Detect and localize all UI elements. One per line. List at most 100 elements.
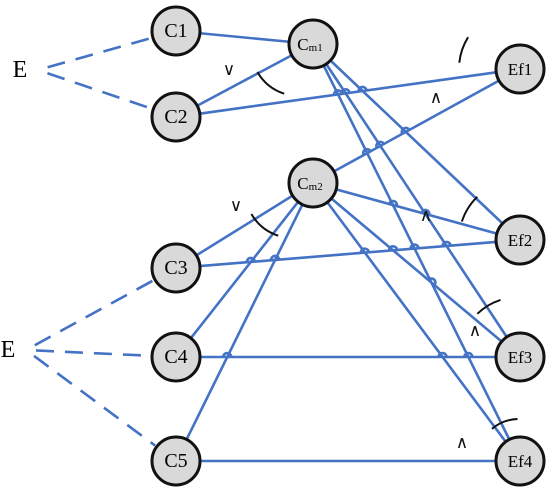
dashed-edge-e2-C4 bbox=[35, 349, 151, 358]
edge-Cm2-Ef2 bbox=[334, 188, 499, 235]
edge-C1-Cm1 bbox=[198, 31, 291, 44]
operator-arc-ef4 bbox=[491, 418, 518, 430]
dashed-edge-e2-C3 bbox=[34, 279, 154, 347]
crossing-hop bbox=[420, 208, 431, 216]
node-c3[interactable]: C3 bbox=[150, 242, 202, 294]
node-circle bbox=[494, 331, 546, 383]
edge-C5-Cm2 bbox=[185, 203, 304, 441]
solid-edges-layer bbox=[185, 31, 511, 463]
crossing-hop bbox=[437, 351, 448, 358]
source-label-e1: E bbox=[13, 57, 28, 83]
node-label: C4 bbox=[164, 346, 187, 368]
node-c4[interactable]: C4 bbox=[150, 331, 202, 383]
dashed-edges-layer bbox=[33, 36, 156, 447]
dashed-edge-e1-C2 bbox=[47, 71, 152, 110]
edge-C3-Cm2 bbox=[195, 194, 294, 257]
crossing-hop bbox=[387, 199, 399, 207]
crossing-hop bbox=[409, 243, 420, 250]
node-label-subscript: m2 bbox=[309, 181, 323, 193]
node-c2[interactable]: C2 bbox=[150, 91, 202, 143]
node-label-main: C5 bbox=[164, 450, 187, 472]
crossing-hop bbox=[359, 247, 371, 254]
node-label-main: C1 bbox=[164, 20, 187, 42]
node-ef4[interactable]: Ef4 bbox=[494, 435, 546, 487]
node-circle bbox=[287, 18, 339, 70]
node-label: C1 bbox=[164, 20, 187, 42]
operator-marks-layer: ∨ ∨ ∧ ∧ ∧ ∧ bbox=[223, 36, 518, 453]
node-c1[interactable]: C1 bbox=[150, 5, 202, 57]
node-label-subscript: m1 bbox=[309, 42, 323, 54]
node-label: C2 bbox=[164, 106, 187, 128]
node-label: Ef4 bbox=[508, 452, 533, 471]
crossing-hops-layer bbox=[221, 85, 474, 358]
crossing-hop bbox=[245, 256, 257, 263]
operator-symbol-ef2: ∧ bbox=[420, 206, 432, 226]
operator-arc-cm2 bbox=[250, 213, 279, 237]
crossing-hop bbox=[400, 126, 411, 135]
node-circle bbox=[150, 242, 202, 294]
node-ef2[interactable]: Ef2 bbox=[494, 214, 546, 266]
operator-arc-ef2 bbox=[460, 196, 479, 222]
node-label: C5 bbox=[164, 450, 187, 472]
operator-symbol-ef4: ∧ bbox=[456, 433, 468, 453]
crossing-hop bbox=[463, 351, 474, 358]
sources-layer: EE bbox=[1, 57, 28, 363]
node-label: C3 bbox=[164, 257, 187, 279]
node-label-main: Ef3 bbox=[508, 348, 533, 367]
node-label: Ef3 bbox=[508, 348, 533, 367]
node-cm2[interactable]: Cm2 bbox=[287, 157, 339, 209]
crossing-hop bbox=[361, 147, 372, 156]
node-circle bbox=[494, 214, 546, 266]
source-label-e2: E bbox=[1, 337, 16, 363]
crossing-hop bbox=[375, 140, 386, 149]
dashed-edge-e2-C5 bbox=[33, 354, 156, 447]
edge-C4-Cm2 bbox=[189, 200, 300, 340]
operator-arc-ef1 bbox=[458, 36, 469, 63]
node-label-main: Ef2 bbox=[508, 231, 533, 250]
operator-symbol-ef3: ∧ bbox=[469, 321, 481, 341]
dashed-edge-e1-C1 bbox=[47, 36, 152, 69]
node-ef1[interactable]: Ef1 bbox=[494, 43, 546, 95]
node-circle bbox=[494, 43, 546, 95]
node-label-main: C4 bbox=[164, 346, 187, 368]
node-label: Ef1 bbox=[508, 60, 533, 79]
node-label: Cm2 bbox=[297, 174, 322, 194]
operator-arc-cm1 bbox=[256, 71, 285, 95]
edge-C2-Cm1 bbox=[195, 53, 294, 108]
node-label: Cm1 bbox=[297, 35, 322, 55]
operator-symbol-cm1: ∨ bbox=[223, 60, 235, 80]
operator-symbol-ef1: ∧ bbox=[430, 88, 442, 108]
node-ef3[interactable]: Ef3 bbox=[494, 331, 546, 383]
node-circle bbox=[287, 157, 339, 209]
node-label-main: C3 bbox=[164, 257, 187, 279]
node-label-main: C bbox=[297, 174, 308, 193]
edge-Cm1-Ef4 bbox=[322, 64, 511, 441]
node-label-main: Ef1 bbox=[508, 60, 533, 79]
crossing-hop bbox=[269, 254, 281, 261]
node-circle bbox=[150, 91, 202, 143]
operator-arc-ef3 bbox=[476, 298, 501, 315]
crossing-hop bbox=[221, 351, 233, 358]
node-cm1[interactable]: Cm1 bbox=[287, 18, 339, 70]
edge-C2-Ef1 bbox=[198, 71, 498, 115]
node-circle bbox=[494, 435, 546, 487]
node-circle bbox=[150, 5, 202, 57]
crossing-hop bbox=[427, 277, 437, 286]
crossing-hop bbox=[441, 240, 452, 247]
node-label-main: Ef4 bbox=[508, 452, 533, 471]
crossing-hop bbox=[357, 85, 368, 92]
crossing-hop bbox=[332, 89, 344, 96]
edge-Cm2-Ef4 bbox=[326, 200, 507, 444]
node-circle bbox=[150, 435, 202, 487]
crossing-hop bbox=[387, 245, 399, 251]
node-c5[interactable]: C5 bbox=[150, 435, 202, 487]
node-circle bbox=[150, 331, 202, 383]
operator-symbol-cm2: ∨ bbox=[230, 196, 242, 216]
node-label-main: C bbox=[297, 35, 308, 54]
edge-Cm2-Ef3 bbox=[330, 197, 503, 343]
node-label: Ef2 bbox=[508, 231, 533, 250]
edge-Cm2-Ef1 bbox=[332, 79, 501, 173]
